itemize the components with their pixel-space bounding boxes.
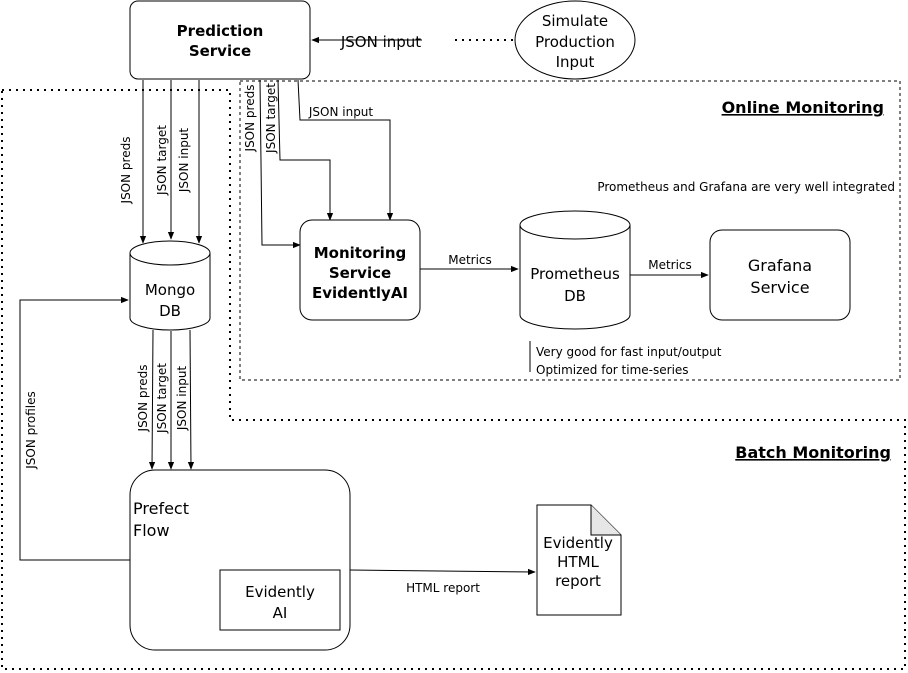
edge-label-json-target-3: JSON target <box>155 363 169 434</box>
evidently-ai-label-2: AI <box>273 604 288 622</box>
grafana-label-2: Service <box>750 278 809 297</box>
simulate-label-3: Input <box>556 53 595 71</box>
monitoring-service-node: Monitoring Service EvidentlyAI <box>299 219 421 321</box>
mongo-db-label-1: Mongo <box>145 281 195 299</box>
batch-monitoring-region: Batch Monitoring <box>1 89 906 670</box>
prefect-flow-node: Prefect Flow Evidently AI <box>129 469 351 651</box>
evidently-ai-label-1: Evidently <box>245 583 315 601</box>
edges-prediction-to-monitoring: JSON preds JSON target JSON input <box>243 79 394 249</box>
simulate-production-input-node: Simulate Production Input <box>514 0 636 80</box>
edge-label-json-input-2: JSON input <box>308 105 374 119</box>
online-monitoring-note: Prometheus and Grafana are very well int… <box>597 180 895 194</box>
grafana-label-1: Grafana <box>748 256 812 275</box>
mongo-db-node: Mongo DB <box>129 240 211 331</box>
prediction-service-label-2: Service <box>189 42 251 60</box>
online-monitoring-title: Online Monitoring <box>722 98 884 117</box>
edge-label-json-input-1: JSON input <box>177 128 191 194</box>
prometheus-db-label-1: Prometheus <box>530 265 620 283</box>
edge-monitoring-to-prometheus: Metrics <box>420 253 519 273</box>
monitoring-service-label-3: EvidentlyAI <box>312 284 408 302</box>
edge-label-json-target-1: JSON target <box>155 125 169 196</box>
edges-prediction-to-mongo: JSON preds JSON target JSON input <box>119 80 203 244</box>
edges-mongo-to-prefect: JSON preds JSON target JSON input <box>136 329 195 470</box>
edge-simulate-to-prediction: JSON input <box>311 33 513 51</box>
html-report-document: Evidently HTML report <box>536 504 622 616</box>
prefect-flow-label-2: Flow <box>133 521 170 540</box>
edge-label-json-preds-2: JSON preds <box>243 85 257 153</box>
simulate-label-1: Simulate <box>542 12 608 30</box>
prometheus-db-label-2: DB <box>564 287 586 305</box>
edge-label-json-input-top: JSON input <box>340 33 421 51</box>
prometheus-note-1: Very good for fast input/output <box>536 345 722 359</box>
edge-label-json-preds-1: JSON preds <box>119 137 133 205</box>
edge-prefect-to-mongo: JSON profiles <box>19 296 130 561</box>
edge-prometheus-to-grafana: Metrics <box>630 258 709 279</box>
mongo-db-label-2: DB <box>159 302 181 320</box>
edge-label-html-report: HTML report <box>406 581 480 595</box>
html-report-label-3: report <box>555 572 601 590</box>
prediction-service-label-1: Prediction <box>177 22 264 40</box>
edge-label-metrics-2: Metrics <box>648 258 692 272</box>
html-report-label-1: Evidently <box>543 534 613 552</box>
edge-label-json-preds-3: JSON preds <box>136 365 150 433</box>
prometheus-db-node: Prometheus DB <box>519 210 631 330</box>
prefect-flow-label-1: Prefect <box>133 499 189 518</box>
edge-label-json-input-3: JSON input <box>175 366 189 432</box>
grafana-service-node: Grafana Service <box>709 229 851 321</box>
prometheus-note-2: Optimized for time-series <box>536 363 689 377</box>
edge-label-metrics-1: Metrics <box>448 253 492 267</box>
prometheus-notes: Very good for fast input/output Optimize… <box>529 341 722 377</box>
monitoring-service-label-1: Monitoring <box>314 244 406 262</box>
prediction-service-node: Prediction Service <box>129 0 311 80</box>
edge-label-json-target-2: JSON target <box>264 83 278 154</box>
edge-label-json-profiles: JSON profiles <box>24 391 38 470</box>
evidently-ai-node: Evidently AI <box>219 569 341 631</box>
batch-monitoring-title: Batch Monitoring <box>735 443 891 462</box>
simulate-label-2: Production <box>535 33 615 51</box>
monitoring-service-label-2: Service <box>329 264 391 282</box>
edge-prefect-to-report: HTML report <box>349 568 536 595</box>
html-report-label-2: HTML <box>557 553 599 571</box>
online-monitoring-region: Online Monitoring Prometheus and Grafana… <box>239 80 901 381</box>
